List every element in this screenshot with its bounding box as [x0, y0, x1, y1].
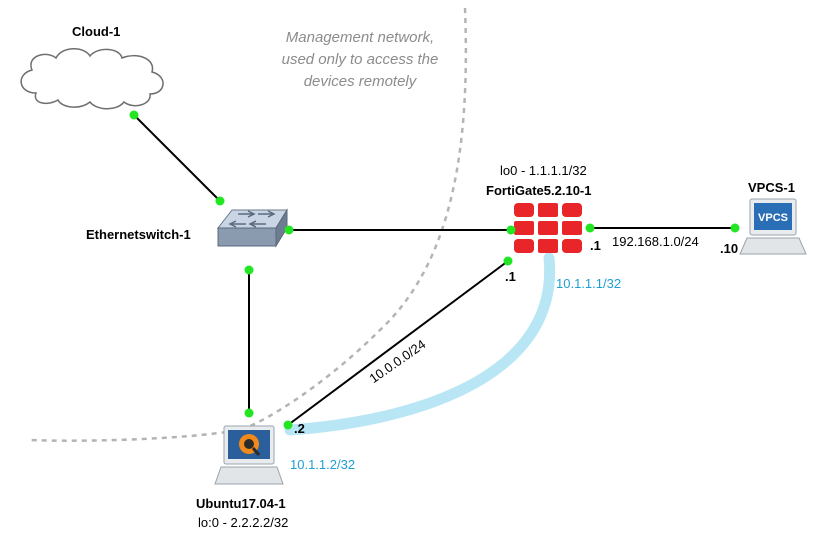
port-ubuntu-right: [283, 420, 293, 430]
switch-icon[interactable]: [216, 208, 288, 248]
port-ubuntu-top: [244, 408, 254, 418]
ubuntu-loopback: lo:0 - 2.2.2.2/32: [198, 515, 289, 530]
vpcs-name: VPCS-1: [748, 180, 795, 195]
tunnel-ubuntu-ip: 10.1.1.2/32: [290, 457, 356, 472]
cloud-icon[interactable]: [20, 48, 164, 110]
tunnel-link: [284, 252, 556, 436]
management-note-line3: devices remotely: [303, 73, 417, 90]
port-vpcs: [730, 223, 740, 233]
fortigate-ubuntu-side-ip: .1: [505, 269, 516, 284]
fortigate-vpcs-network: 192.168.1.0/24: [612, 234, 699, 249]
port-switch-bottom: [244, 265, 254, 275]
port-dots: [129, 110, 740, 430]
ubuntu-computer-icon[interactable]: [214, 425, 284, 485]
fortigate-vpcs-side-ip: .1: [590, 238, 601, 253]
management-note-line2: used only to access the: [281, 51, 439, 68]
switch-name: Ethernetswitch-1: [86, 227, 191, 242]
tunnel-fortigate-ip: 10.1.1.1/32: [556, 276, 622, 291]
port-switch-right: [284, 225, 294, 235]
ubuntu-side-ip: .2: [294, 421, 305, 436]
management-note: Management network, used only to access …: [262, 27, 458, 93]
cloud-name: Cloud-1: [72, 24, 121, 39]
port-cloud: [129, 110, 139, 120]
link-cloud-switch: [133, 114, 221, 202]
port-fortigate-right: [585, 223, 595, 233]
fortigate-icon[interactable]: [514, 203, 582, 253]
fortigate-name: FortiGate5.2.10-1: [486, 183, 592, 198]
fortigate-loopback: lo0 - 1.1.1.1/32: [500, 163, 587, 178]
port-fortigate-bottom: [503, 256, 513, 266]
ubuntu-name: Ubuntu17.04-1: [196, 496, 286, 511]
management-note-line1: Management network,: [285, 29, 435, 46]
vpcs-computer-icon[interactable]: VPCS: [739, 198, 807, 255]
vpcs-screen-text: VPCS: [758, 212, 788, 224]
port-fortigate-left: [506, 225, 516, 235]
vpcs-side-ip: .10: [720, 241, 739, 256]
port-switch-top: [215, 196, 225, 206]
link-fortigate-ubuntu: [287, 260, 509, 426]
